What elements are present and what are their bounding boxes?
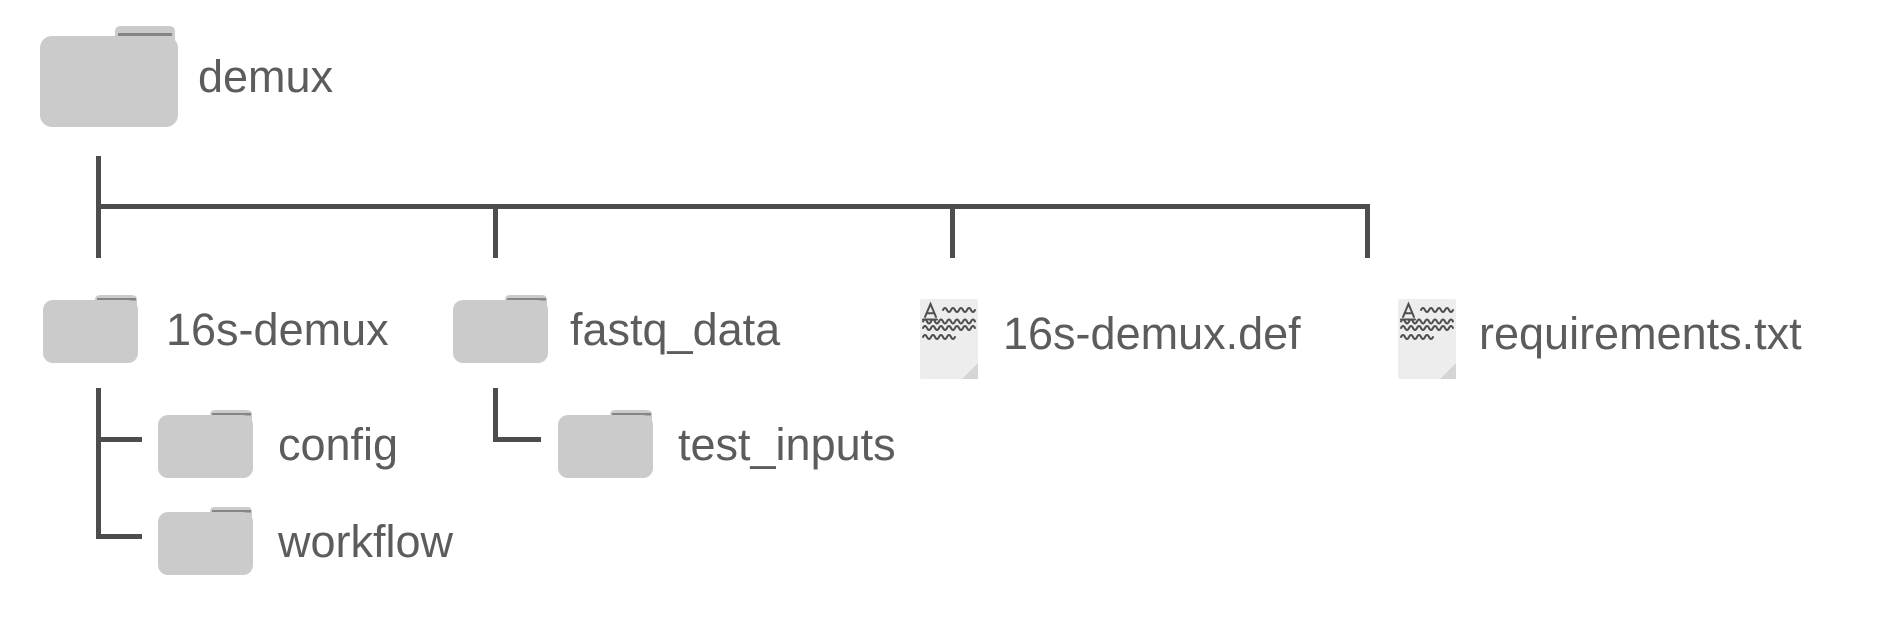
tree-node-demux: demux (40, 26, 333, 127)
tree-node-label: workflow (278, 515, 454, 567)
tree-node-label: requirements.txt (1479, 307, 1802, 359)
tree-node-label: fastq_data (570, 303, 781, 355)
text-file-icon (1395, 298, 1459, 380)
connector-tick-test-inputs (493, 437, 541, 442)
connector-tick-config (96, 437, 142, 442)
tree-node-label: config (278, 418, 399, 470)
connector-drop-fastq-data (493, 204, 498, 258)
folder-icon (43, 295, 138, 363)
text-file-icon (918, 298, 980, 380)
tree-node-label: 16s-demux (166, 303, 389, 355)
tree-node-label: 16s-demux.def (1003, 307, 1301, 359)
connector-drop-16s-demux (96, 204, 101, 258)
connector-root-vertical (96, 156, 101, 205)
tree-node-label: test_inputs (678, 418, 896, 470)
folder-icon (40, 26, 178, 127)
folder-icon (453, 295, 548, 363)
tree-node-test-inputs: test_inputs (558, 410, 896, 478)
folder-icon (158, 507, 253, 575)
tree-node-16s-demux: 16s-demux (43, 295, 389, 363)
tree-node-fastq-data: fastq_data (453, 295, 780, 363)
folder-icon (158, 410, 253, 478)
tree-node-16s-demux-def: 16s-demux.def (918, 298, 1301, 380)
tree-node-label: demux (198, 51, 334, 102)
connector-drop-16s-demux-def (950, 204, 955, 258)
folder-icon (558, 410, 653, 478)
connector-16s-subtree-vertical (96, 388, 101, 539)
tree-node-config: config (158, 410, 398, 478)
tree-node-workflow: workflow (158, 507, 453, 575)
connector-main-horizontal (96, 204, 1370, 209)
connector-drop-requirements (1365, 204, 1370, 258)
connector-tick-workflow (96, 534, 142, 539)
tree-node-requirements-txt: requirements.txt (1395, 298, 1802, 380)
connector-fastq-subtree-vertical (493, 388, 498, 442)
